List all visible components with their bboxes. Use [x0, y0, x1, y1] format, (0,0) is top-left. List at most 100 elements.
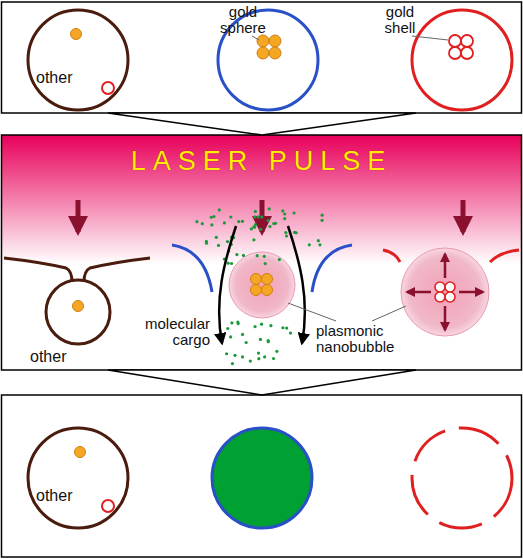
cargo-dot — [260, 215, 263, 218]
part-label: molecular cargo — [122, 316, 210, 348]
cargo-dot — [257, 215, 260, 218]
cargo-dot — [289, 332, 292, 335]
cargo-dot — [230, 262, 233, 265]
cargo-dot — [253, 325, 256, 328]
cargo-dot — [320, 219, 323, 222]
cell-name: other — [36, 70, 75, 87]
cargo-dot — [269, 324, 272, 327]
cargo-dot — [308, 243, 311, 246]
cargo-dot — [223, 221, 226, 224]
cargo-dot — [259, 228, 262, 231]
cargo-dot — [267, 340, 270, 343]
cargo-dot — [272, 357, 275, 360]
cargo-dot — [281, 209, 284, 212]
cargo-dot — [267, 219, 270, 222]
gold-shell-cluster — [435, 282, 455, 302]
cargo-dot — [242, 254, 245, 257]
cell-label: other — [36, 70, 75, 87]
cargo-dot — [275, 350, 278, 353]
cargo-dot — [215, 236, 218, 239]
cargo-dot — [278, 258, 281, 261]
cargo-dot — [257, 357, 260, 360]
laser-arrows — [78, 200, 463, 232]
cargo-dot — [241, 355, 244, 358]
cargo-dot — [226, 327, 229, 330]
cell-name: other — [36, 488, 75, 505]
cargo-dot — [210, 223, 213, 226]
cargo-dot — [263, 255, 266, 258]
cargo-dot — [250, 227, 253, 230]
part-label: gold shell — [372, 4, 428, 36]
expansion-arrows — [407, 254, 483, 330]
cargo-dot — [253, 215, 256, 218]
cargo-dot — [227, 262, 230, 265]
cargo-dot — [241, 333, 244, 336]
cargo-dot — [210, 216, 213, 219]
destroyed-cell — [412, 428, 512, 528]
leader-line — [288, 303, 336, 321]
loaded-cell — [212, 428, 312, 528]
cargo-dot — [293, 231, 296, 234]
cell-other-bottom — [28, 428, 128, 528]
cargo-dot — [321, 214, 324, 217]
cargo-dot — [225, 352, 228, 355]
cargo-dot — [274, 222, 277, 225]
cargo-dot — [257, 351, 260, 354]
cargo-dot — [212, 215, 215, 218]
bottom-panel — [2, 395, 522, 557]
gold-sphere — [73, 301, 84, 312]
cargo-dot — [236, 320, 239, 323]
cargo-dot — [281, 326, 284, 329]
laser-band: LASER PULSE other — [0, 135, 523, 370]
cargo-dot — [195, 220, 198, 223]
endocytosis-cell — [4, 258, 150, 344]
cargo-dot — [205, 242, 208, 245]
cargo-dot — [283, 212, 286, 215]
cell-other-top — [28, 10, 128, 110]
cargo-dot — [284, 231, 287, 234]
cargo-dot — [252, 238, 255, 241]
cell-gold-shell — [412, 10, 512, 110]
cargo-dot — [260, 323, 263, 326]
cargo-dot — [233, 354, 236, 357]
cell-name: other — [30, 349, 69, 366]
plasmonic-nanobubble — [229, 252, 295, 318]
cargo-dot — [229, 335, 232, 338]
cargo-dot — [230, 321, 233, 324]
band-title: LASER PULSE — [0, 135, 523, 175]
cargo-dot — [245, 341, 248, 344]
flow-arrow — [108, 113, 416, 135]
cargo-dot — [218, 208, 221, 211]
cell-label: other — [30, 349, 69, 366]
cargo-dot — [256, 254, 259, 257]
cargo-dot — [217, 244, 220, 247]
cargo-dot — [254, 210, 257, 213]
cargo-dot — [318, 243, 321, 246]
cargo-dot — [285, 327, 288, 330]
cargo-flow-arrows — [219, 226, 305, 343]
molecular-cargo-dots — [195, 207, 323, 365]
leader-line — [412, 36, 448, 40]
cargo-dot — [235, 253, 238, 256]
part-label: plasmonic nanobubble — [316, 323, 406, 355]
cargo-dot — [231, 362, 234, 365]
cargo-dot — [254, 223, 257, 226]
top-panel — [2, 2, 522, 113]
cargo-dot — [285, 234, 288, 237]
cargo-dot — [241, 220, 244, 223]
cargo-dot — [268, 225, 271, 228]
cargo-dot — [229, 215, 232, 218]
cargo-dot — [264, 262, 267, 265]
cargo-dot — [259, 338, 262, 341]
gold-cluster — [251, 274, 273, 296]
flow-arrow — [108, 370, 416, 395]
cargo-dot — [268, 207, 271, 210]
cargo-dot — [201, 222, 204, 225]
cargo-dot — [283, 217, 286, 220]
cargo-dot — [292, 211, 295, 214]
leader-line — [372, 306, 406, 321]
cargo-dot — [263, 355, 266, 358]
cargo-dot — [237, 220, 240, 223]
